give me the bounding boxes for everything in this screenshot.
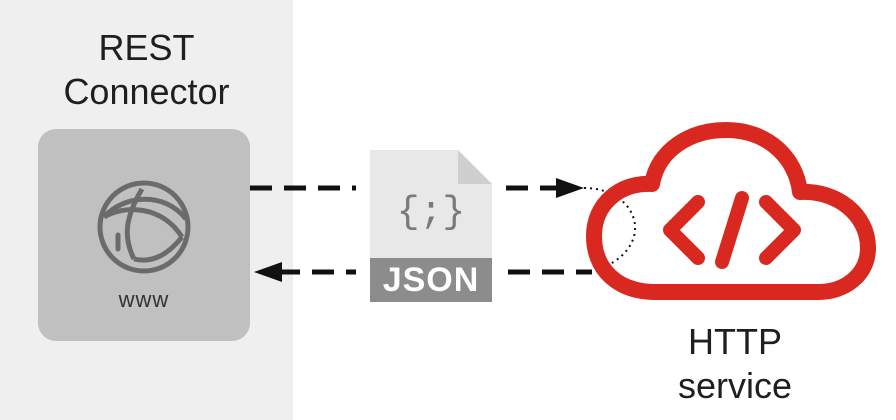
connector-title: REST Connector xyxy=(63,27,230,112)
cloud-code-icon xyxy=(586,122,876,300)
service-label: HTTP service xyxy=(677,321,793,406)
request-arrow xyxy=(250,178,584,198)
connector-panel: REST Connector www xyxy=(0,0,293,420)
response-arrow xyxy=(254,262,592,282)
service-loop xyxy=(583,187,637,273)
rest-connector-box: www xyxy=(38,129,250,341)
globe-icon xyxy=(97,180,191,274)
svg-text:{;}: {;} xyxy=(397,191,465,234)
json-format-label: JSON xyxy=(382,261,480,299)
json-file-icon: {;} xyxy=(370,150,492,302)
www-label: www xyxy=(118,287,170,312)
